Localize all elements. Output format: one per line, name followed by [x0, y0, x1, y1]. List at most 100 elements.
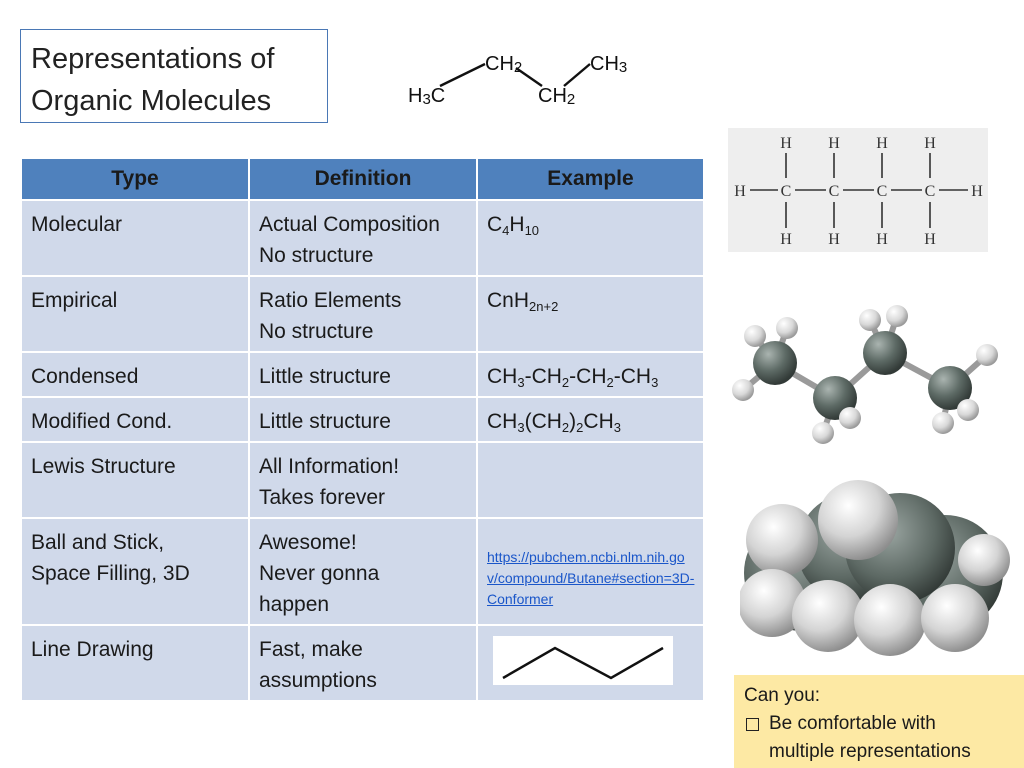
cell-example: https://pubchem.ncbi.nlm.nih.gov/compoun… — [476, 517, 705, 626]
table-row: Condensed Little structure CH3-CH2-CH2-C… — [20, 351, 705, 398]
cell-type: Molecular — [20, 199, 250, 277]
page-title: Representations of Organic Molecules — [20, 29, 328, 123]
space-filling-model — [740, 480, 1010, 656]
def-line: happen — [259, 593, 330, 616]
cell-definition: Awesome! Never gonna happen — [248, 517, 478, 626]
table-row: Ball and Stick, Space Filling, 3D Awesom… — [20, 517, 705, 626]
hydrogen-atom — [839, 407, 861, 429]
title-line-1: Representations of — [31, 43, 275, 75]
def-line: Fast, make — [259, 638, 363, 661]
note-checklist-item: Be comfortable with multiple representat… — [744, 710, 1014, 766]
def-line: Never gonna — [259, 562, 380, 585]
can-you-note: Can you: Be comfortable with multiple re… — [734, 675, 1024, 768]
hydrogen-atom — [812, 422, 834, 444]
bond-2 — [515, 67, 543, 87]
hydrogen-atom — [886, 305, 908, 327]
cell-definition: Actual Composition No structure — [248, 199, 478, 277]
note-item-line: Be comfortable with — [769, 713, 936, 734]
def-line: assumptions — [259, 669, 377, 692]
lewis-atom-h: H — [924, 231, 936, 248]
note-heading: Can you: — [744, 685, 821, 706]
header-example: Example — [476, 157, 705, 201]
cell-example: CnH2n+2 — [476, 275, 705, 353]
hydrogen-atom — [732, 379, 754, 401]
lewis-atom-h: H — [924, 135, 936, 152]
table-row: Lewis Structure All Information! Takes f… — [20, 441, 705, 519]
def-line: All Information! — [259, 455, 400, 478]
cell-example: C4H10 — [476, 199, 705, 277]
lewis-atom-h: H — [780, 135, 792, 152]
bond-1 — [439, 62, 486, 88]
table-row: Empirical Ratio Elements No structure Cn… — [20, 275, 705, 353]
checkbox-icon — [746, 718, 759, 731]
lewis-atom-h: H — [828, 135, 840, 152]
lewis-atom-h: H — [876, 135, 888, 152]
representations-table: Type Definition Example Molecular Actual… — [20, 157, 705, 702]
cell-example: CH3(CH2)2CH3 — [476, 396, 705, 443]
table-row: Molecular Actual Composition No structur… — [20, 199, 705, 277]
def-line: No structure — [259, 244, 374, 267]
header-type: Type — [20, 157, 250, 201]
def-line: Actual Composition — [259, 213, 440, 236]
cell-definition: Little structure — [248, 351, 478, 398]
hydrogen-atom — [976, 344, 998, 366]
carbon-atom — [928, 366, 972, 410]
title-line-2: Organic Molecules — [31, 85, 272, 117]
diagram-label-h3c: H3C — [408, 85, 445, 108]
hydrogen-atom — [932, 412, 954, 434]
lewis-atom-h: H — [876, 231, 888, 248]
cell-type: Line Drawing — [20, 624, 250, 702]
line-drawing-example — [493, 636, 673, 685]
cell-definition: Ratio Elements No structure — [248, 275, 478, 353]
hydrogen-atom — [957, 399, 979, 421]
cell-example — [476, 441, 705, 519]
hydrogen-atom — [746, 504, 818, 576]
type-line: Space Filling, 3D — [31, 562, 190, 585]
lewis-atom-c: C — [925, 183, 936, 200]
hydrogen-atom — [958, 534, 1010, 586]
hydrogen-atom — [776, 317, 798, 339]
table-header-row: Type Definition Example — [20, 157, 705, 201]
cell-type: Lewis Structure — [20, 441, 250, 519]
def-line: Awesome! — [259, 531, 357, 554]
cell-type: Modified Cond. — [20, 396, 250, 443]
hydrogen-atom — [854, 584, 926, 656]
cell-definition: Fast, make assumptions — [248, 624, 478, 702]
note-item-text: Be comfortable with multiple representat… — [769, 710, 971, 766]
carbon-atom — [863, 331, 907, 375]
diagram-label-ch2-bottom: CH2 — [538, 85, 575, 108]
hydrogen-atom — [921, 584, 989, 652]
pubchem-link[interactable]: https://pubchem.ncbi.nlm.nih.gov/compoun… — [487, 549, 695, 607]
hydrogen-atom — [792, 580, 864, 652]
cell-type: Empirical — [20, 275, 250, 353]
note-item-line: multiple representations — [769, 741, 971, 762]
cell-example — [476, 624, 705, 702]
ball-and-stick-model — [732, 305, 998, 444]
diagram-label-ch2-top: CH2 — [485, 53, 522, 76]
cell-definition: Little structure — [248, 396, 478, 443]
cell-type: Ball and Stick, Space Filling, 3D — [20, 517, 250, 626]
lewis-atom-c: C — [781, 183, 792, 200]
lewis-atom-h: H — [780, 231, 792, 248]
carbon-atom — [753, 341, 797, 385]
lewis-structure-diagram: H H H H H C C C C H H H H H — [728, 128, 988, 252]
condensed-structure-diagram: H3C CH2 CH2 CH3 — [408, 53, 627, 108]
hydrogen-atom — [859, 309, 881, 331]
diagram-label-ch3: CH3 — [590, 53, 627, 76]
bond-3 — [563, 63, 591, 87]
lewis-atom-h: H — [828, 231, 840, 248]
def-line: Takes forever — [259, 486, 386, 509]
hydrogen-atom — [818, 480, 898, 560]
cell-definition: All Information! Takes forever — [248, 441, 478, 519]
def-line: No structure — [259, 320, 374, 343]
lewis-atom-h: H — [971, 183, 983, 200]
def-line: Ratio Elements — [259, 289, 402, 312]
lewis-atom-c: C — [829, 183, 840, 200]
lewis-atom-c: C — [877, 183, 888, 200]
zigzag-line — [502, 646, 664, 680]
table-row: Modified Cond. Little structure CH3(CH2)… — [20, 396, 705, 443]
cell-example: CH3-CH2-CH2-CH3 — [476, 351, 705, 398]
type-line: Ball and Stick, — [31, 531, 165, 554]
table-row: Line Drawing Fast, make assumptions — [20, 624, 705, 702]
hydrogen-atom — [744, 325, 766, 347]
